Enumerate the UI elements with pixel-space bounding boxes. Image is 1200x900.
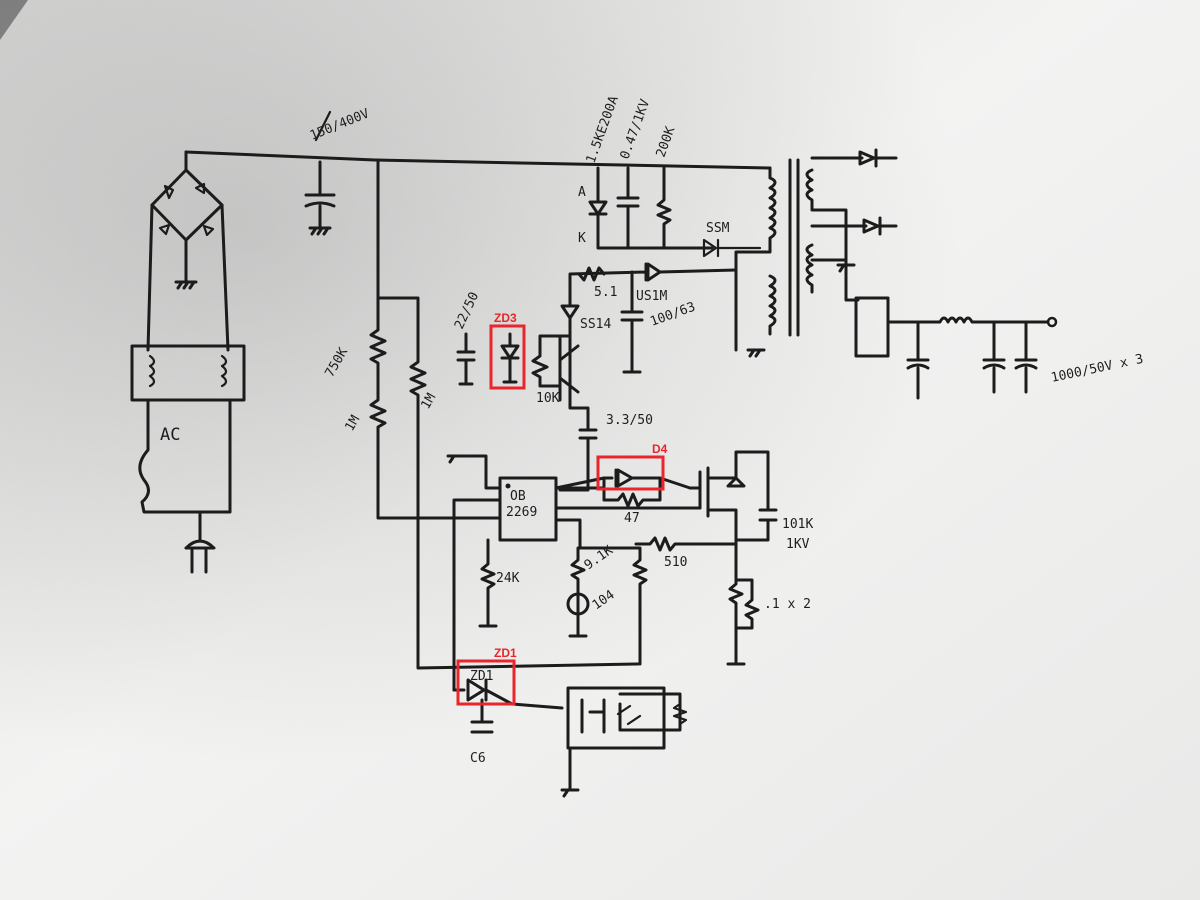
ac-label: AC xyxy=(160,425,180,445)
c101k-label: 101K xyxy=(782,517,813,532)
ssm-label: SSM xyxy=(706,221,730,236)
ac-input-filter xyxy=(130,344,246,574)
output-cap-label: 1000/50V x 3 xyxy=(1050,352,1145,386)
feedback-loop xyxy=(452,678,688,798)
snub-cap-label: 0.47/1KV xyxy=(618,97,654,161)
r47-label: 47 xyxy=(624,511,640,526)
c1kv-label: 1KV xyxy=(786,537,810,552)
zd3-highlight-box xyxy=(489,324,526,390)
current-sense xyxy=(566,536,760,666)
rs-label: .1 x 2 xyxy=(764,597,811,612)
hv-bus xyxy=(184,110,772,236)
us1m-label: US1M xyxy=(636,289,667,304)
output-stage xyxy=(854,296,1058,400)
ss14-label: SS14 xyxy=(580,317,611,332)
startup-resistors xyxy=(369,158,640,670)
zd3-annotation: ZD3 xyxy=(494,311,517,325)
r750k-label: 750K xyxy=(322,345,351,380)
transformer xyxy=(734,148,898,358)
c100-label: 100/63 xyxy=(648,300,697,330)
d4-highlight-box xyxy=(596,455,665,491)
zd1-annotation: ZD1 xyxy=(494,646,517,660)
c22-label: 22/50 xyxy=(452,290,482,332)
r10k-label: 10K xyxy=(536,391,560,406)
c104-label: 104 xyxy=(590,587,618,613)
tvs-label: 1.5KE200A xyxy=(584,94,622,165)
d4-annotation: D4 xyxy=(652,442,668,456)
snubber-network xyxy=(588,166,762,258)
ic-name-label: OB xyxy=(510,489,526,504)
bus-voltage-label: 150/400V xyxy=(308,106,372,143)
controller-ic xyxy=(446,454,702,692)
r510-label: 510 xyxy=(664,555,687,570)
aux-supply xyxy=(456,262,738,492)
zd1-highlight-box xyxy=(456,659,516,706)
ic-part-label: 2269 xyxy=(506,505,537,520)
c6-label: C6 xyxy=(470,751,486,766)
tvs-cathode-label: K xyxy=(578,231,586,246)
r1m-b-label: 1M xyxy=(418,391,439,412)
zd1-inner-label: ZD1 xyxy=(470,669,493,684)
snub-res-label: 200K xyxy=(654,125,679,160)
gate-drive xyxy=(554,450,778,550)
bridge-rectifier xyxy=(146,150,230,352)
r51-label: 5.1 xyxy=(594,285,617,300)
r24k-label: 24K xyxy=(496,571,520,586)
r1m-a-label: 1M xyxy=(342,413,363,434)
c33-label: 3.3/50 xyxy=(606,413,653,428)
tvs-anode-label: A xyxy=(578,185,586,200)
